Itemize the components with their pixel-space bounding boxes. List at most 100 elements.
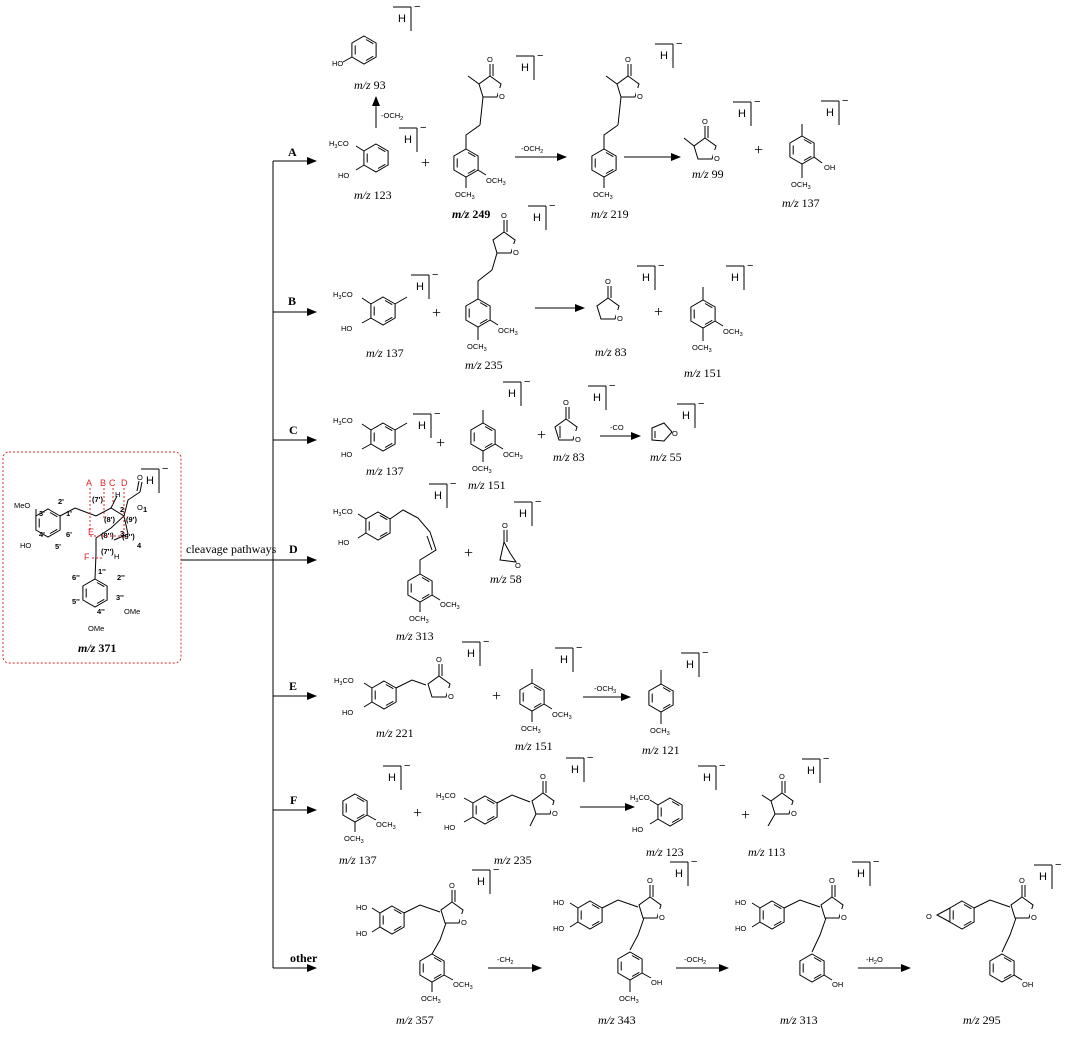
f123-h: H	[703, 772, 711, 784]
o357-och3: OCH3	[453, 980, 473, 991]
a137-och3: OCH3	[791, 180, 811, 191]
mz-151-e: m/z 151	[515, 739, 553, 753]
branch-a: A	[288, 145, 297, 159]
reagent-c: -CO	[610, 423, 624, 432]
a249-ring-o: O	[499, 92, 505, 101]
mz-151-c: m/z 151	[468, 478, 506, 492]
pos-7pp: (7'')	[101, 547, 114, 556]
pos-5pp: 5''	[72, 597, 80, 606]
e221-ho: HO	[342, 708, 353, 717]
o343-ring-o: O	[659, 913, 665, 922]
reagent-a-right: -OCH2	[521, 144, 543, 155]
row-other: HO HO O O OCH3 OCH3 H − m/z 357 -CH2 HO …	[356, 856, 1061, 1027]
plus-e1: +	[492, 688, 501, 705]
pos-7p: (7')	[92, 495, 103, 504]
e221-co: O	[436, 655, 442, 664]
a123-h: H	[404, 134, 412, 146]
pos-9pp: (9'')	[122, 532, 135, 541]
b151-och3-b: OCH3	[692, 343, 712, 354]
a123-h3co: H3CO	[329, 139, 349, 150]
c151-h: H	[508, 388, 516, 400]
a99-co: O	[702, 117, 708, 126]
o313-ho2: HO	[735, 924, 746, 933]
a137-charge: −	[842, 95, 848, 107]
mz-58: m/z 58	[490, 572, 522, 586]
a249-co: O	[487, 55, 493, 64]
c151-och3: OCH3	[503, 450, 523, 461]
f235-h: H	[571, 764, 579, 776]
o357-h: H	[477, 876, 485, 888]
e121-och3: OCH3	[650, 726, 670, 737]
b235-h: H	[533, 212, 541, 224]
a93-h: H	[398, 13, 406, 25]
o357-ho1: HO	[356, 903, 367, 912]
mz-83-c: m/z 83	[553, 450, 585, 464]
b151-charge: −	[747, 260, 753, 272]
b137-h3co: H3CO	[333, 290, 353, 301]
plus-a1: +	[421, 155, 430, 172]
o313-charge: −	[873, 856, 879, 868]
pos-1: 1	[143, 505, 147, 514]
c137-h3co: H3CO	[333, 416, 353, 427]
f113-h: H	[807, 765, 815, 777]
o343-co: O	[647, 876, 653, 885]
o313-h: H	[857, 868, 865, 880]
mz-123-a: m/z 123	[354, 188, 392, 202]
branch-f: F	[290, 793, 297, 807]
b137-ho: HO	[341, 324, 352, 333]
mz-221: m/z 221	[376, 726, 414, 740]
pos-2pp: 2''	[117, 573, 125, 582]
a93-ho: HO	[332, 59, 343, 68]
f235-co: O	[540, 772, 546, 781]
f235-h3co: H3CO	[436, 791, 456, 802]
precursor-mz: m/z 371	[78, 641, 116, 655]
a219-ring-o: O	[637, 92, 643, 101]
o313-co: O	[829, 876, 835, 885]
a99-h: H	[738, 108, 746, 120]
a219-och3: OCH3	[593, 190, 613, 201]
pos-6p: 6'	[66, 530, 72, 539]
b235-co: O	[501, 211, 507, 220]
pos-1pp: 1''	[98, 567, 106, 576]
b235-och3-b: OCH3	[467, 342, 487, 353]
cleavage-a: A	[86, 478, 92, 488]
d313-ho: HO	[338, 538, 349, 547]
branch-e: E	[289, 679, 297, 693]
a123-charge: −	[420, 122, 426, 134]
e221-ring-o: O	[448, 692, 454, 701]
a99-ring-o: O	[714, 154, 720, 163]
a123-ho: HO	[338, 171, 349, 180]
d313-charge: −	[450, 478, 456, 490]
row-b: H3CO HO H − m/z 137 + O O OCH3 OCH3 H − …	[333, 200, 753, 380]
pos-9p: (9')	[126, 515, 137, 524]
pos-4: 4	[137, 541, 142, 550]
a99-charge: −	[754, 96, 760, 108]
f235-ho: HO	[444, 823, 455, 832]
mz-235-f: m/z 235	[494, 853, 532, 867]
c137-ho: HO	[341, 450, 352, 459]
cleavage-b: B	[100, 478, 106, 488]
precursor-charge: −	[162, 463, 168, 475]
f123-ho: HO	[632, 825, 643, 834]
ome-3-label: OMe	[124, 607, 140, 616]
branch-d: D	[289, 542, 298, 556]
c55-o: O	[672, 429, 678, 438]
o313-ring-o: O	[841, 913, 847, 922]
c83-h: H	[593, 392, 601, 404]
mz-137-f: m/z 137	[339, 853, 377, 867]
plus-a2: +	[754, 142, 763, 159]
d58-ring-o: O	[515, 561, 521, 570]
mz-123-f: m/z 123	[646, 845, 684, 859]
b137-h: H	[416, 281, 424, 293]
o295-h: H	[1039, 871, 1047, 883]
trunk-label: cleavage pathways	[186, 542, 277, 556]
d58-charge: −	[535, 496, 541, 508]
d313-h: H	[434, 490, 442, 502]
plus-c1: +	[436, 435, 445, 452]
a137-h: H	[826, 107, 834, 119]
b137-charge: −	[432, 269, 438, 281]
mz-343: m/z 343	[598, 1013, 636, 1027]
reagent-other1: -CH2	[497, 955, 513, 966]
pos-2: 2	[120, 505, 124, 514]
e121-h: H	[686, 659, 694, 671]
